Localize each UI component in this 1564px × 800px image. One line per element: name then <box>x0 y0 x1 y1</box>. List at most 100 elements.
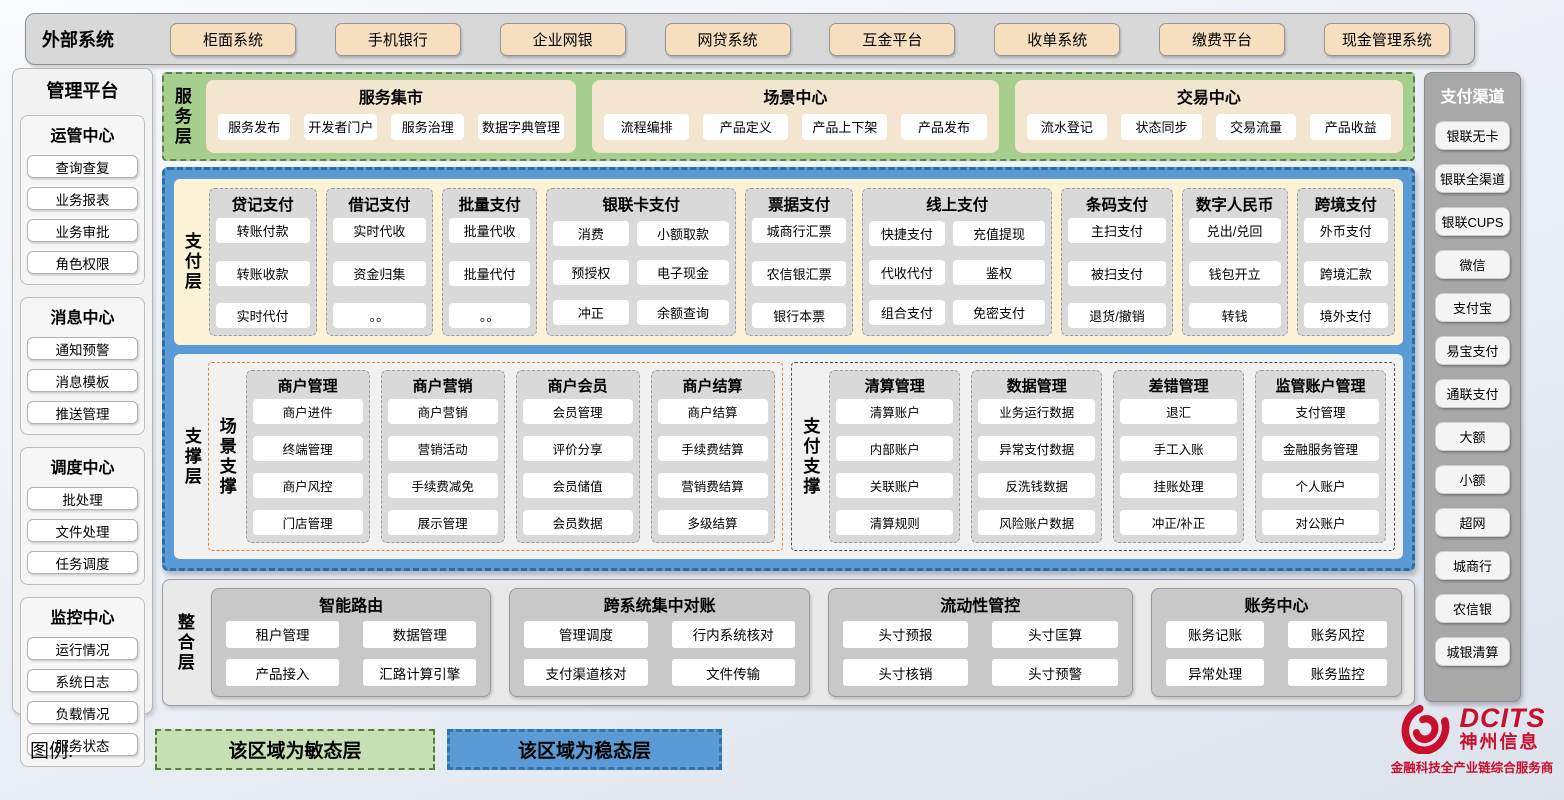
external-system-button[interactable]: 现金管理系统 <box>1323 22 1450 56</box>
channel-button[interactable]: 微信 <box>1435 250 1510 279</box>
integration-item-button[interactable]: 支付渠道核对 <box>524 659 648 687</box>
service-item-button[interactable]: 流程编排 <box>604 113 690 140</box>
support-item-button[interactable]: 终端管理 <box>252 436 363 461</box>
pay-item-button[interactable]: 。。 <box>332 303 427 328</box>
mgmt-item-button[interactable]: 系统日志 <box>27 669 138 692</box>
support-item-button[interactable]: 内部账户 <box>836 436 954 461</box>
integration-item-button[interactable]: 账务监控 <box>1288 659 1388 687</box>
support-item-button[interactable]: 反洗钱数据 <box>978 473 1096 498</box>
service-item-button[interactable]: 流水登记 <box>1026 113 1108 140</box>
channel-button[interactable]: 通联支付 <box>1435 379 1510 408</box>
channel-button[interactable]: 支付宝 <box>1435 293 1510 322</box>
mgmt-item-button[interactable]: 任务调度 <box>27 551 138 574</box>
pay-item-button[interactable]: 城商行汇票 <box>752 218 846 243</box>
support-item-button[interactable]: 多级结算 <box>657 510 768 535</box>
pay-item-button[interactable]: 被扫支付 <box>1068 260 1166 286</box>
support-item-button[interactable]: 关联账户 <box>836 473 954 498</box>
service-item-button[interactable]: 数据字典管理 <box>478 113 565 140</box>
integration-item-button[interactable]: 文件传输 <box>671 659 795 687</box>
integration-item-button[interactable]: 产品接入 <box>225 659 340 687</box>
mgmt-item-button[interactable]: 文件处理 <box>27 519 138 542</box>
support-item-button[interactable]: 金融服务管理 <box>1262 436 1380 461</box>
service-item-button[interactable]: 服务发布 <box>217 113 291 140</box>
mgmt-item-button[interactable]: 批处理 <box>27 487 138 510</box>
integration-item-button[interactable]: 异常处理 <box>1165 659 1265 687</box>
pay-item-button[interactable]: 批量代付 <box>449 260 530 286</box>
support-item-button[interactable]: 会员管理 <box>522 399 633 424</box>
pay-item-button[interactable]: 实时代收 <box>332 218 427 243</box>
support-item-button[interactable]: 手续费结算 <box>657 436 768 461</box>
service-item-button[interactable]: 产品定义 <box>703 113 789 140</box>
support-item-button[interactable]: 清算账户 <box>836 399 954 424</box>
integration-item-button[interactable]: 管理调度 <box>524 620 648 648</box>
pay-item-button[interactable]: 实时代付 <box>215 303 310 328</box>
channel-button[interactable]: 易宝支付 <box>1435 336 1510 365</box>
channel-button[interactable]: 超网 <box>1435 508 1510 537</box>
pay-item-button[interactable]: 退货/撤销 <box>1068 303 1166 328</box>
external-system-button[interactable]: 企业网银 <box>499 22 626 56</box>
mgmt-item-button[interactable]: 业务报表 <box>27 187 138 210</box>
external-system-button[interactable]: 收单系统 <box>994 22 1121 56</box>
support-item-button[interactable]: 评价分享 <box>522 436 633 461</box>
pay-item-button[interactable]: 快捷支付 <box>869 220 945 246</box>
support-item-button[interactable]: 商户结算 <box>657 399 768 424</box>
pay-item-button[interactable]: 鉴权 <box>952 260 1046 286</box>
support-item-button[interactable]: 商户风控 <box>252 473 363 498</box>
service-item-button[interactable]: 交易流量 <box>1215 113 1297 140</box>
support-item-button[interactable]: 挂账处理 <box>1120 473 1238 498</box>
channel-button[interactable]: 银联CUPS <box>1435 207 1510 236</box>
mgmt-item-button[interactable]: 运行情况 <box>27 637 138 660</box>
integration-item-button[interactable]: 租户管理 <box>225 620 340 648</box>
support-item-button[interactable]: 对公账户 <box>1262 510 1380 535</box>
pay-item-button[interactable]: 免密支付 <box>952 300 1046 326</box>
support-item-button[interactable]: 支付管理 <box>1262 399 1380 424</box>
integration-item-button[interactable]: 行内系统核对 <box>671 620 795 648</box>
pay-item-button[interactable]: 兑出/兑回 <box>1188 218 1281 243</box>
mgmt-item-button[interactable]: 角色权限 <box>27 251 138 274</box>
external-system-button[interactable]: 手机银行 <box>334 22 461 56</box>
support-item-button[interactable]: 异常支付数据 <box>978 436 1096 461</box>
channel-button[interactable]: 农信银 <box>1435 594 1510 623</box>
channel-button[interactable]: 小额 <box>1435 465 1510 494</box>
pay-item-button[interactable]: 银行本票 <box>752 303 846 328</box>
pay-item-button[interactable]: 转账付款 <box>215 218 310 243</box>
integration-item-button[interactable]: 账务记账 <box>1165 620 1265 648</box>
pay-item-button[interactable]: 代收代付 <box>869 260 945 286</box>
support-item-button[interactable]: 会员数据 <box>522 510 633 535</box>
mgmt-item-button[interactable]: 消息模板 <box>27 369 138 392</box>
pay-item-button[interactable]: 资金归集 <box>332 260 427 286</box>
integration-item-button[interactable]: 头寸匡算 <box>992 620 1118 648</box>
service-item-button[interactable]: 产品收益 <box>1310 113 1391 140</box>
support-item-button[interactable]: 门店管理 <box>252 510 363 535</box>
pay-item-button[interactable]: 电子现金 <box>636 260 730 286</box>
support-item-button[interactable]: 清算规则 <box>836 510 954 535</box>
mgmt-item-button[interactable]: 推送管理 <box>27 401 138 424</box>
support-item-button[interactable]: 冲正/补正 <box>1120 510 1238 535</box>
pay-item-button[interactable]: 跨境汇款 <box>1303 260 1388 286</box>
support-item-button[interactable]: 商户营销 <box>387 399 498 424</box>
pay-item-button[interactable]: 小额取款 <box>636 220 730 246</box>
service-item-button[interactable]: 状态同步 <box>1121 113 1202 140</box>
pay-item-button[interactable]: 充值提现 <box>952 220 1046 246</box>
integration-item-button[interactable]: 头寸核销 <box>842 659 969 687</box>
support-item-button[interactable]: 业务运行数据 <box>978 399 1096 424</box>
pay-item-button[interactable]: 境外支付 <box>1303 303 1388 328</box>
integration-item-button[interactable]: 账务风控 <box>1288 620 1388 648</box>
service-item-button[interactable]: 开发者门户 <box>304 113 378 140</box>
mgmt-item-button[interactable]: 负载情况 <box>27 701 138 724</box>
pay-item-button[interactable]: 钱包开立 <box>1188 260 1281 286</box>
integration-item-button[interactable]: 汇路计算引擎 <box>363 659 477 687</box>
pay-item-button[interactable]: 。。 <box>449 303 530 328</box>
external-system-button[interactable]: 网贷系统 <box>664 22 791 56</box>
channel-button[interactable]: 银联全渠道 <box>1435 164 1510 193</box>
external-system-button[interactable]: 缴费平台 <box>1159 22 1286 56</box>
support-item-button[interactable]: 手续费减免 <box>387 473 498 498</box>
channel-button[interactable]: 大额 <box>1435 422 1510 451</box>
support-item-button[interactable]: 个人账户 <box>1262 473 1380 498</box>
support-item-button[interactable]: 商户进件 <box>252 399 363 424</box>
integration-item-button[interactable]: 头寸预报 <box>842 620 969 648</box>
channel-button[interactable]: 银联无卡 <box>1435 121 1510 150</box>
pay-item-button[interactable]: 余额查询 <box>636 300 730 326</box>
support-item-button[interactable]: 风险账户数据 <box>978 510 1096 535</box>
support-item-button[interactable]: 展示管理 <box>387 510 498 535</box>
